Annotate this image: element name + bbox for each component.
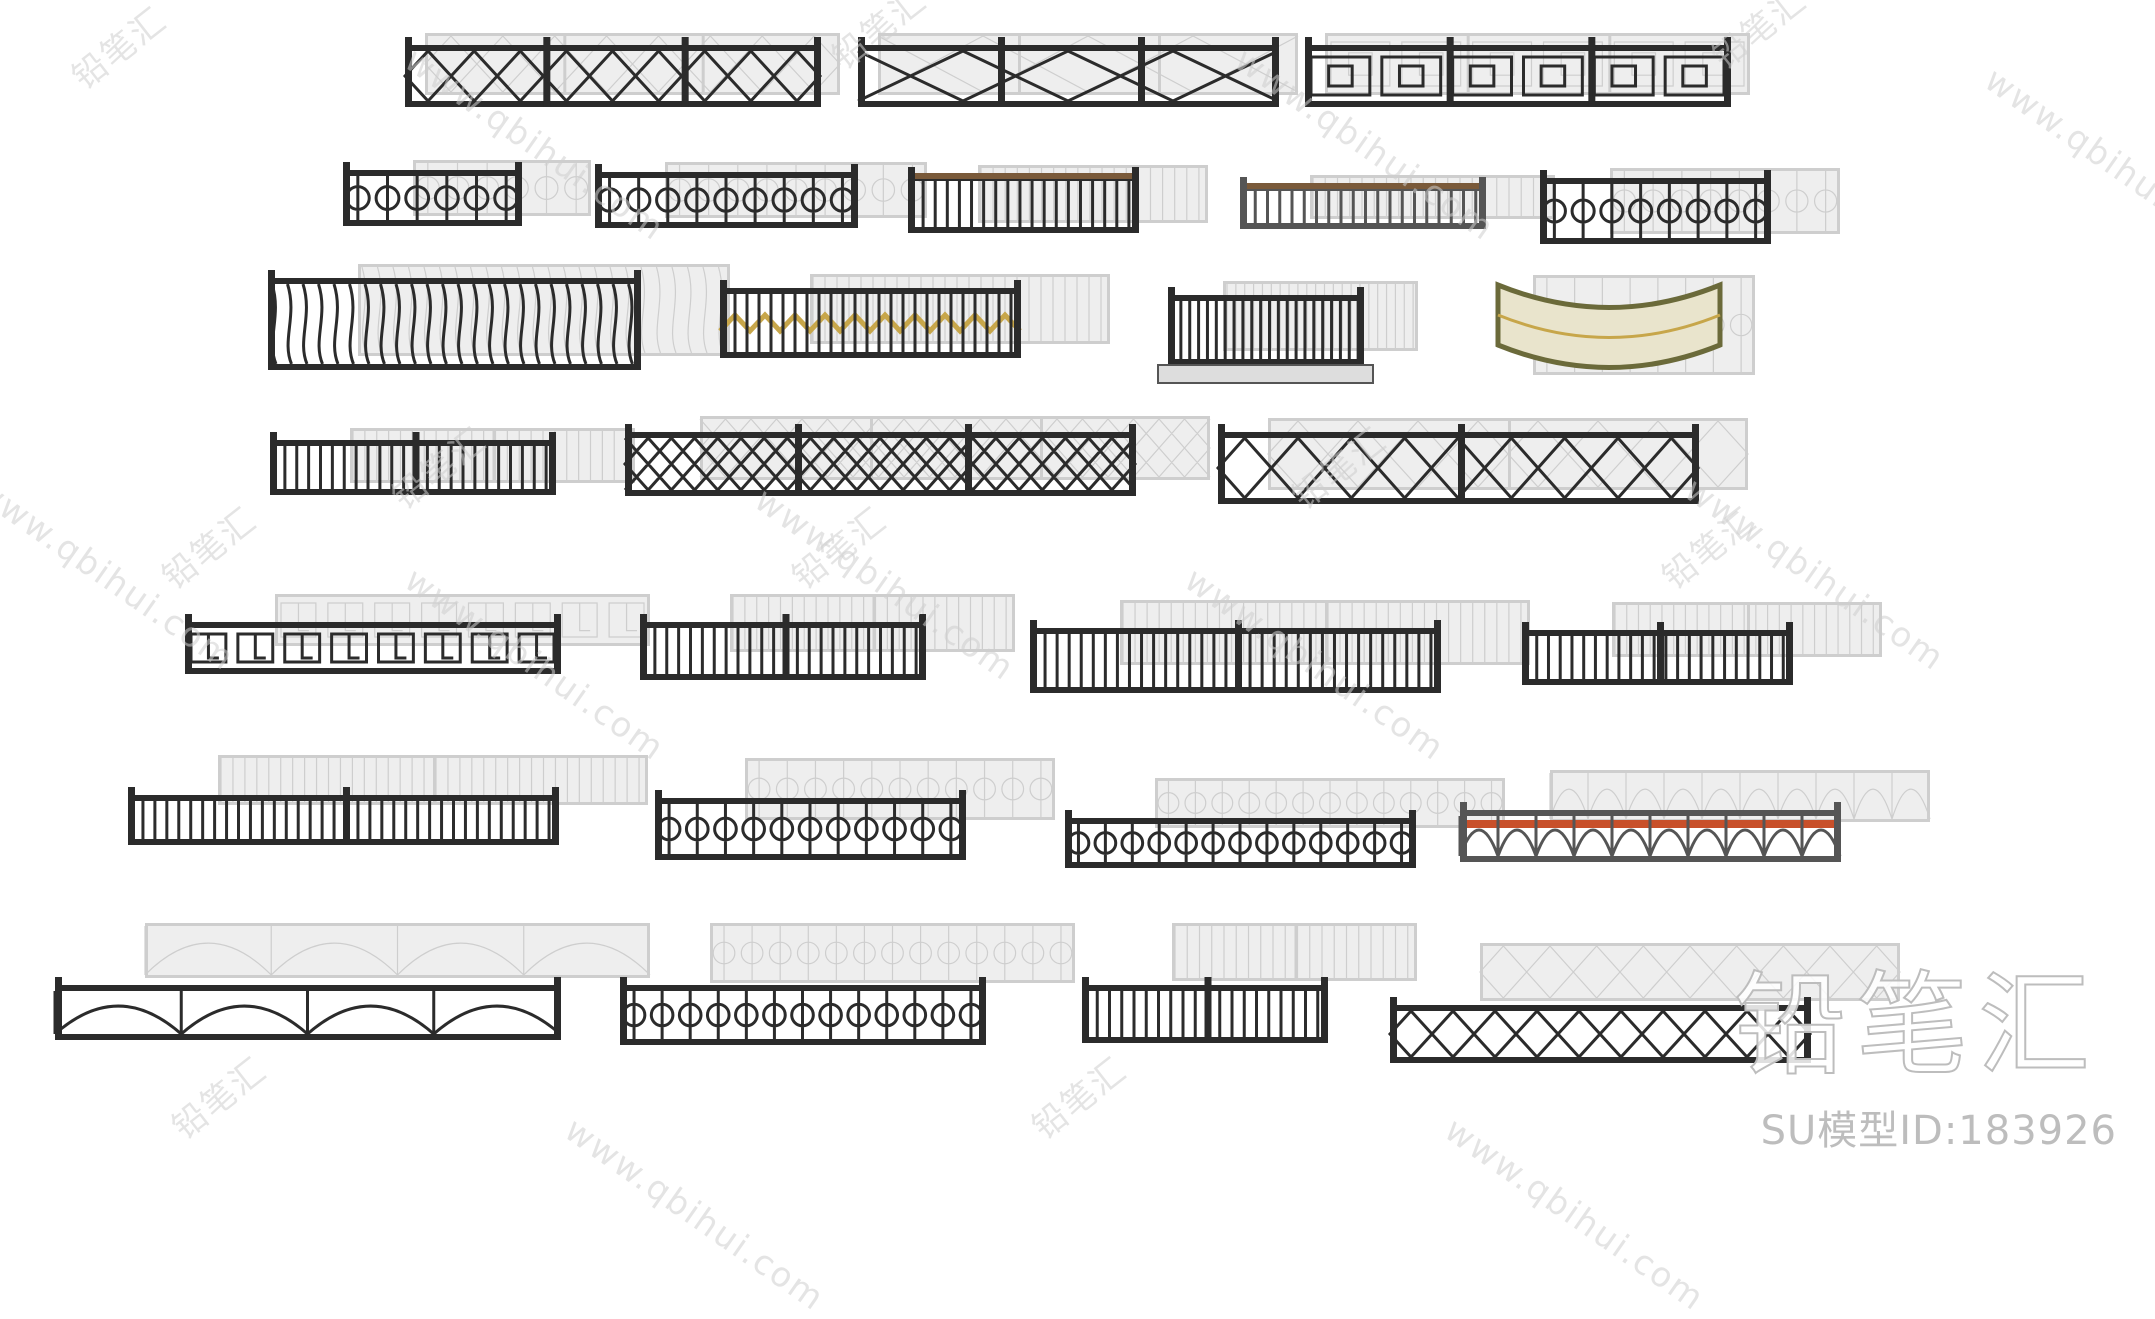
railing-post-panel	[128, 755, 648, 845]
railing-wood-scroll	[1065, 778, 1505, 868]
railing-thin-bars-wood	[1240, 175, 1555, 229]
railing-oval-diamond	[1387, 943, 1901, 1063]
railing-red-top-arch	[1458, 770, 1931, 862]
railing-arc-panel-body	[53, 977, 561, 1040]
railing-cross-x-body	[857, 37, 1279, 107]
brand-logo: 铅笔汇	[1733, 961, 2100, 1091]
railing-scroll-arch-shadow	[665, 162, 927, 218]
railing-arc-panel-shadow	[144, 923, 651, 978]
railing-thin-bars-wood-body	[1240, 177, 1486, 229]
railing-dense-bars	[1522, 602, 1882, 685]
railing-balcony-box-body	[1157, 287, 1374, 384]
railing-star-pattern	[620, 923, 1075, 1045]
railing-greek-key-body	[185, 614, 561, 674]
railing-dense-bars-body	[1522, 622, 1793, 685]
railing-scroll-band-shadow	[745, 758, 1055, 820]
railing-diamond-grid-body	[1215, 424, 1701, 504]
railing-spear-top-shadow	[1172, 923, 1417, 981]
railing-diagonal-weave-body	[622, 424, 1138, 496]
model-id-label: SU模型ID:183926	[1760, 1108, 2117, 1154]
railing-bars-ornament-shadow	[350, 428, 635, 483]
railing-spear-top-body	[1082, 977, 1328, 1043]
railing-oval-diamond-shadow	[1479, 943, 1901, 1001]
railing-center-ornament	[1030, 600, 1530, 693]
railing-diamond-lattice-body	[402, 37, 823, 107]
railing-circle-scroll-body	[1540, 170, 1771, 244]
railing-curved-bronze	[1495, 275, 1755, 375]
railing-greek-key	[185, 594, 650, 674]
railing-cross-x	[857, 33, 1299, 107]
railing-scroll-ornament-body	[343, 162, 522, 226]
railing-scroll-arch-body	[595, 164, 858, 228]
railing-cross-x-shadow	[877, 33, 1299, 95]
railing-diagonal-weave	[622, 416, 1211, 496]
railing-wood-top-bars	[908, 165, 1208, 233]
railing-thin-bars-wood-shadow	[1310, 175, 1555, 219]
railing-gold-zigzag-body	[718, 280, 1022, 358]
railing-diamond-grid-shadow	[1267, 418, 1749, 490]
railing-greek-key-shadow	[275, 594, 650, 646]
railing-curved-bronze-body	[1495, 281, 1723, 370]
railing-square-panel	[1305, 33, 1750, 107]
railing-square-panel-body	[1305, 37, 1731, 107]
railing-diamond-grid	[1215, 418, 1749, 504]
railing-oval-diamond-body	[1387, 997, 1813, 1063]
railing-vertical-bars-body	[640, 614, 926, 680]
railing-red-top-arch-body	[1458, 802, 1842, 862]
railing-diamond-lattice	[402, 33, 841, 107]
railing-center-ornament-body	[1030, 620, 1441, 693]
railing-arc-panel	[53, 923, 651, 1040]
railing-illustrations	[53, 33, 1931, 1063]
railing-gold-zigzag	[718, 274, 1110, 358]
railing-spear-top	[1082, 923, 1417, 1043]
railing-scroll-band-body	[655, 790, 966, 860]
railing-catalog-canvas	[53, 33, 1931, 1063]
railing-circle-scroll	[1540, 168, 1840, 244]
railing-bars-ornament	[270, 428, 635, 495]
railing-bars-ornament-body	[270, 432, 556, 495]
railing-wood-scroll-body	[1065, 810, 1416, 868]
railing-curved-bars	[268, 264, 730, 370]
railing-scroll-arch	[595, 162, 927, 228]
railing-balcony-box-shadow	[1223, 281, 1418, 351]
railing-post-panel-body	[128, 787, 559, 845]
railing-scroll-band	[655, 758, 1055, 860]
railing-balcony-box	[1157, 281, 1418, 384]
railing-diamond-lattice-shadow	[424, 33, 841, 95]
railing-star-pattern-body	[620, 977, 986, 1045]
railing-star-pattern-shadow	[710, 923, 1075, 983]
railing-wood-top-bars-body	[908, 167, 1139, 233]
railing-scroll-ornament	[343, 160, 591, 226]
railing-curved-bars-body	[268, 270, 641, 370]
railing-vertical-bars	[640, 594, 1015, 680]
